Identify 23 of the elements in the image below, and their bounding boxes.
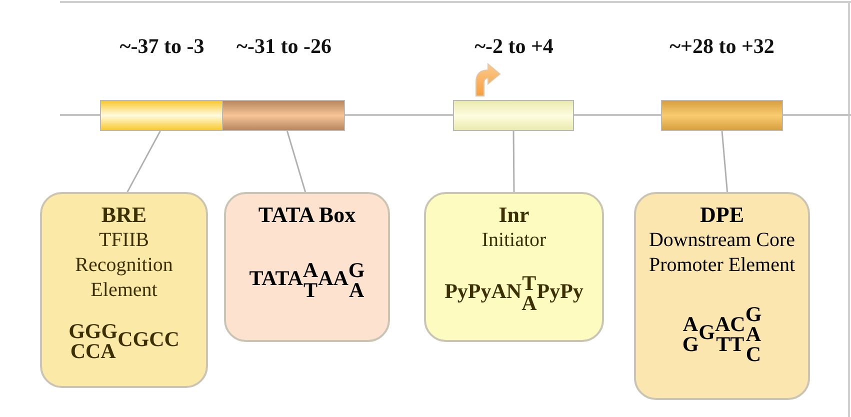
leader-line [512,131,515,192]
position-range: ~-2 to +4 [474,34,554,59]
position-range: ~+28 to +32 [670,34,774,59]
element-card [424,192,604,342]
position-range: ~-31 to -26 [236,34,332,59]
element-description: TFIIB Recognition Element [74,228,174,303]
promoter-element-bar [453,100,574,131]
element-card [634,192,810,400]
element-name: TATA Box [258,202,356,228]
position-range: ~-37 to -3 [120,34,204,59]
leader-line [126,130,161,192]
element-description: Downstream Core Promoter Element [648,228,796,278]
element-name: DPE [700,202,744,228]
element-card [224,192,390,342]
element-description: Initiator [482,228,546,253]
leader-line [721,130,728,192]
element-name: Inr [498,202,530,228]
element-card [40,192,208,388]
element-name: BRE [101,202,147,228]
promoter-element-bar [661,100,783,131]
promoter-element-bar [222,100,345,131]
promoter-element-bar [100,100,223,131]
leader-line [286,130,306,192]
